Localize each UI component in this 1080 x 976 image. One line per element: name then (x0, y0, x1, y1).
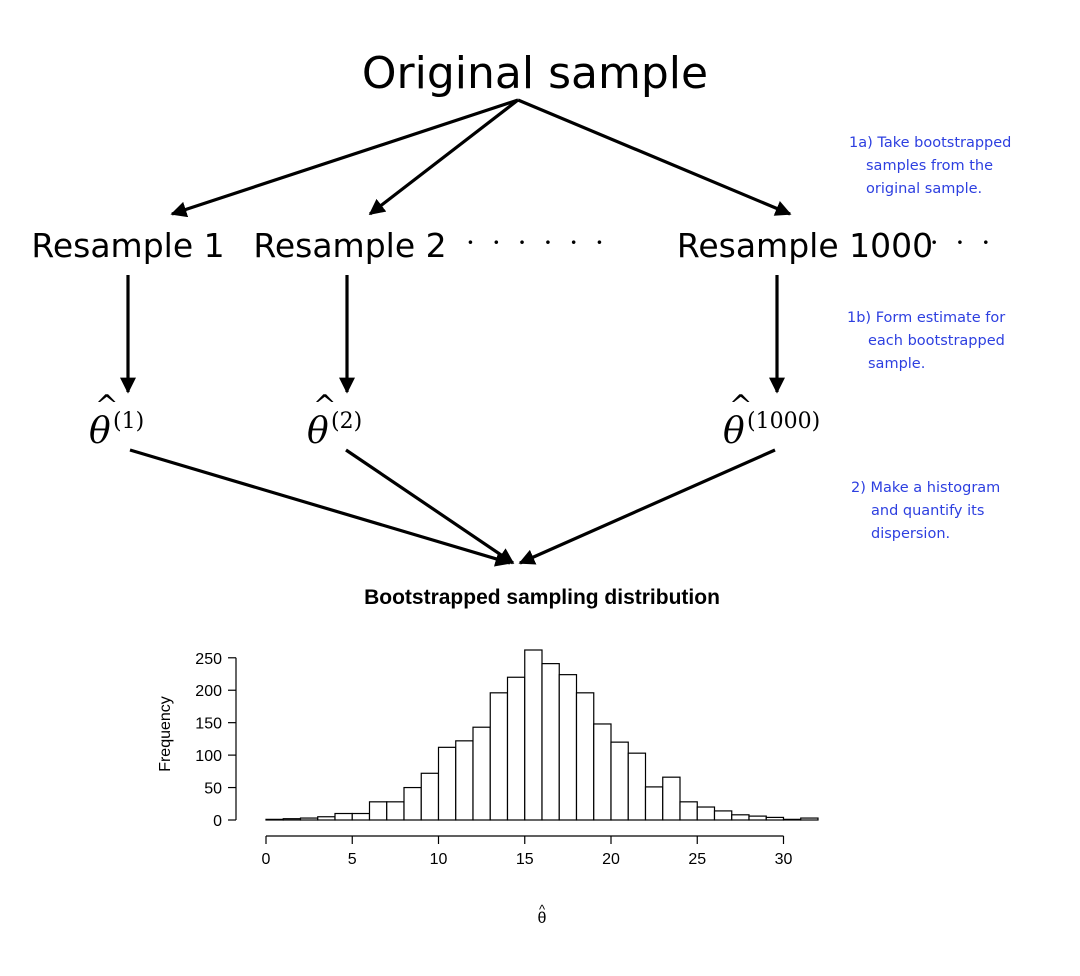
histogram-bar (558, 674, 578, 821)
histogram-bar (593, 723, 612, 821)
histogram-bar (299, 817, 319, 821)
x-axis-label: θ (538, 910, 547, 927)
histogram-bar (403, 786, 422, 821)
x-axis: 0 5 10 15 20 25 30 (262, 835, 793, 868)
arrow-original-to-resample-1 (170, 98, 519, 218)
histogram-bar (317, 816, 336, 821)
histogram-bar (386, 801, 405, 821)
y-axis-label: Frequency (157, 696, 174, 772)
note-1a: 1a) Take bootstrapped samples from the o… (849, 135, 1011, 197)
estimate-2-hat: ^ (313, 389, 336, 422)
histogram-bar (731, 814, 750, 821)
histogram-bar (282, 818, 302, 821)
histogram-bar (748, 815, 767, 821)
histogram-bars (265, 649, 819, 821)
estimate-2: ^ θ (2) (307, 389, 362, 452)
histogram-bar (368, 801, 388, 821)
resample-1000-node: Resample 1000 (677, 226, 933, 265)
histogram-bar (644, 786, 664, 821)
resample-trailing-ellipsis: · · · (930, 226, 995, 259)
histogram-bar (662, 776, 681, 821)
note-2: 2) Make a histogram and quantify its dis… (851, 480, 1000, 542)
histogram-bar (765, 816, 785, 821)
arrow-estimate-2-to-histogram (345, 448, 515, 565)
y-tick-label: 150 (195, 716, 222, 733)
histogram-bar (627, 752, 647, 821)
estimate-1-theta: θ (89, 411, 111, 452)
arrow-original-to-resample-1000 (517, 98, 792, 216)
note-1b: 1b) Form estimate for each bootstrapped … (847, 310, 1005, 372)
histogram-bar (575, 692, 595, 821)
note-1a-line-3: original sample. (866, 181, 982, 197)
estimate-2-theta: θ (307, 411, 329, 452)
histogram-bar (351, 812, 371, 821)
note-1a-line-2: samples from the (866, 158, 993, 174)
note-2-line-3: dispersion. (871, 526, 950, 542)
y-tick-label: 200 (195, 683, 222, 700)
arrow-original-to-resample-2 (368, 98, 519, 216)
chart-title: Bootstrapped sampling distribution (364, 586, 720, 609)
histogram-bar (265, 818, 284, 821)
y-tick-label: 100 (195, 748, 222, 765)
resample-ellipsis: · · · · · · (466, 226, 608, 259)
estimate-1000: ^ θ (1000) (723, 389, 820, 452)
y-tick-label: 250 (195, 651, 222, 668)
x-tick-label: 20 (602, 851, 620, 868)
note-1b-line-1: 1b) Form estimate for (847, 310, 1005, 326)
histogram-bar (800, 817, 819, 821)
estimate-1000-superscript: (1000) (747, 409, 820, 434)
histogram-bar (489, 692, 509, 821)
estimate-1000-theta: θ (723, 411, 745, 452)
histogram-bar (506, 676, 526, 821)
histogram-bar (455, 740, 474, 821)
arrow-estimate-1000-to-histogram (518, 448, 776, 565)
x-tick-label: 5 (348, 851, 357, 868)
x-tick-label: 25 (688, 851, 706, 868)
estimate-1: ^ θ (1) (89, 389, 144, 452)
histogram-bar (696, 806, 716, 821)
x-tick-label: 10 (430, 851, 448, 868)
note-2-line-1: 2) Make a histogram (851, 480, 1000, 496)
x-tick-label: 15 (516, 851, 534, 868)
histogram-bar (782, 818, 802, 821)
resample-1-node: Resample 1 (31, 226, 224, 265)
y-axis: 0 50 100 150 200 250 (195, 651, 237, 830)
histogram-bar (610, 741, 629, 821)
y-tick-label: 50 (204, 781, 222, 798)
estimate-2-superscript: (2) (331, 409, 362, 434)
histogram-bar (713, 810, 733, 821)
estimate-1000-hat: ^ (729, 389, 752, 422)
histogram-bar (334, 812, 353, 821)
histogram-bar (437, 746, 457, 821)
histogram-bar (679, 801, 698, 821)
note-1b-line-3: sample. (868, 356, 925, 372)
estimate-1-superscript: (1) (113, 409, 144, 434)
note-1a-line-1: 1a) Take bootstrapped (849, 135, 1011, 151)
y-tick-label: 0 (213, 813, 222, 830)
estimate-1-hat: ^ (95, 389, 118, 422)
histogram-bar (472, 726, 491, 821)
original-sample-node: Original sample (362, 48, 708, 99)
histogram-bar (420, 772, 440, 821)
histogram-bar (541, 663, 560, 821)
note-1b-line-2: each bootstrapped (868, 333, 1005, 349)
x-axis-label-hat: ^ (539, 902, 546, 917)
x-tick-label: 30 (775, 851, 793, 868)
x-tick-label: 0 (262, 851, 271, 868)
note-2-line-2: and quantify its (871, 503, 984, 519)
histogram-bar (524, 649, 543, 821)
resample-2-node: Resample 2 (253, 226, 446, 265)
arrow-estimate-1-to-histogram (129, 448, 512, 567)
